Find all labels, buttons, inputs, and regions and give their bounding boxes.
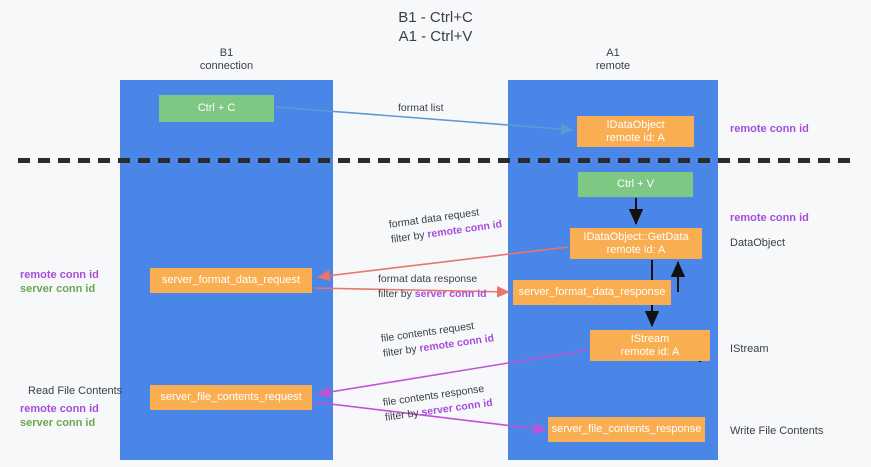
node-idataobject-getdata-label: IDataObject::GetData [583,230,689,243]
annotation-read-file-contents: Read File Contents [28,385,123,397]
node-server-file-contents-response[interactable]: server_file_contents_response [548,417,705,442]
node-server-format-data-response[interactable]: server_format_data_response [513,280,671,305]
node-ctrl-c-label: Ctrl + C [197,102,236,114]
node-server-file-contents-request[interactable]: server_file_contents_request [150,385,312,410]
node-istream[interactable]: IStream remote id: A [590,330,710,361]
edge-label-format-data-response-text: format data response [378,273,478,285]
edge-label-format-data-response: format data response filter by server co… [378,272,487,302]
annotation-left-conn-ids-2: remote conn id server conn id [20,402,99,430]
node-idataobject-label: IDataObject [606,118,665,131]
node-ctrl-v-label: Ctrl + V [617,178,654,190]
edge-file-contents-response [313,401,547,435]
filter-prefix: filter by [378,288,415,300]
annotation-left-conn-ids: remote conn id server conn id [20,268,99,296]
edge-format-list [275,106,574,135]
node-ctrl-v[interactable]: Ctrl + V [578,172,693,197]
annotation-dataobject: DataObject [730,237,786,249]
edge-label-format-data-response-filter: filter by server conn id [378,287,487,302]
filter-prefix: filter by [390,228,429,246]
node-ctrl-c[interactable]: Ctrl + C [159,95,274,122]
filter-prefix: filter by [382,342,421,360]
filter-id-server-conn: server conn id [414,288,487,300]
edge-label-format-list-text: format list [398,102,444,114]
phase-divider [18,158,858,163]
annotation-istream: IStream [730,343,769,355]
lane-header-b1: B1 connection [120,47,333,73]
node-server-file-contents-response-label: server_file_contents_response [551,423,702,435]
edge-file-contents-request [317,349,589,398]
lane-header-b1-subtitle: connection [199,60,254,72]
node-idataobject[interactable]: IDataObject remote id: A [577,116,694,147]
filter-prefix: filter by [384,406,423,424]
annotation-remote-conn-id-top: remote conn id [730,123,809,135]
node-server-file-contents-request-label: server_file_contents_request [160,391,302,403]
lane-header-a1-subtitle: remote [595,60,631,72]
diagram-title-line1: B1 - Ctrl+C [398,9,473,26]
node-idataobject-getdata[interactable]: IDataObject::GetData remote id: A [570,228,702,259]
diagram-title-line2: A1 - Ctrl+V [398,28,473,45]
node-server-format-data-response-label: server_format_data_response [518,286,666,298]
node-server-format-data-request[interactable]: server_format_data_request [150,268,312,293]
edge-format-data-response [313,285,510,298]
lane-header-b1-name: B1 [219,47,234,59]
lane-header-a1-name: A1 [606,47,620,59]
annotation-left-remote-conn-id-2: remote conn id [20,403,99,415]
node-idataobject-getdata-remote-id: remote id: A [606,243,666,256]
node-server-format-data-request-label: server_format_data_request [161,274,301,286]
annotation-left-server-conn-id: server conn id [20,283,96,295]
node-istream-remote-id: remote id: A [620,345,680,358]
edge-format-data-request [317,246,569,282]
annotation-left-server-conn-id-2: server conn id [20,417,96,429]
diagram-title: B1 - Ctrl+C A1 - Ctrl+V [0,8,871,46]
lane-header-a1: A1 remote [508,47,718,73]
annotation-remote-conn-id-mid: remote conn id [730,212,809,224]
node-idataobject-remote-id: remote id: A [606,131,665,144]
edge-label-format-list: format list [398,101,444,116]
annotation-write-file-contents: Write File Contents [730,425,824,437]
annotation-left-remote-conn-id: remote conn id [20,269,99,281]
node-istream-label: IStream [630,332,670,345]
